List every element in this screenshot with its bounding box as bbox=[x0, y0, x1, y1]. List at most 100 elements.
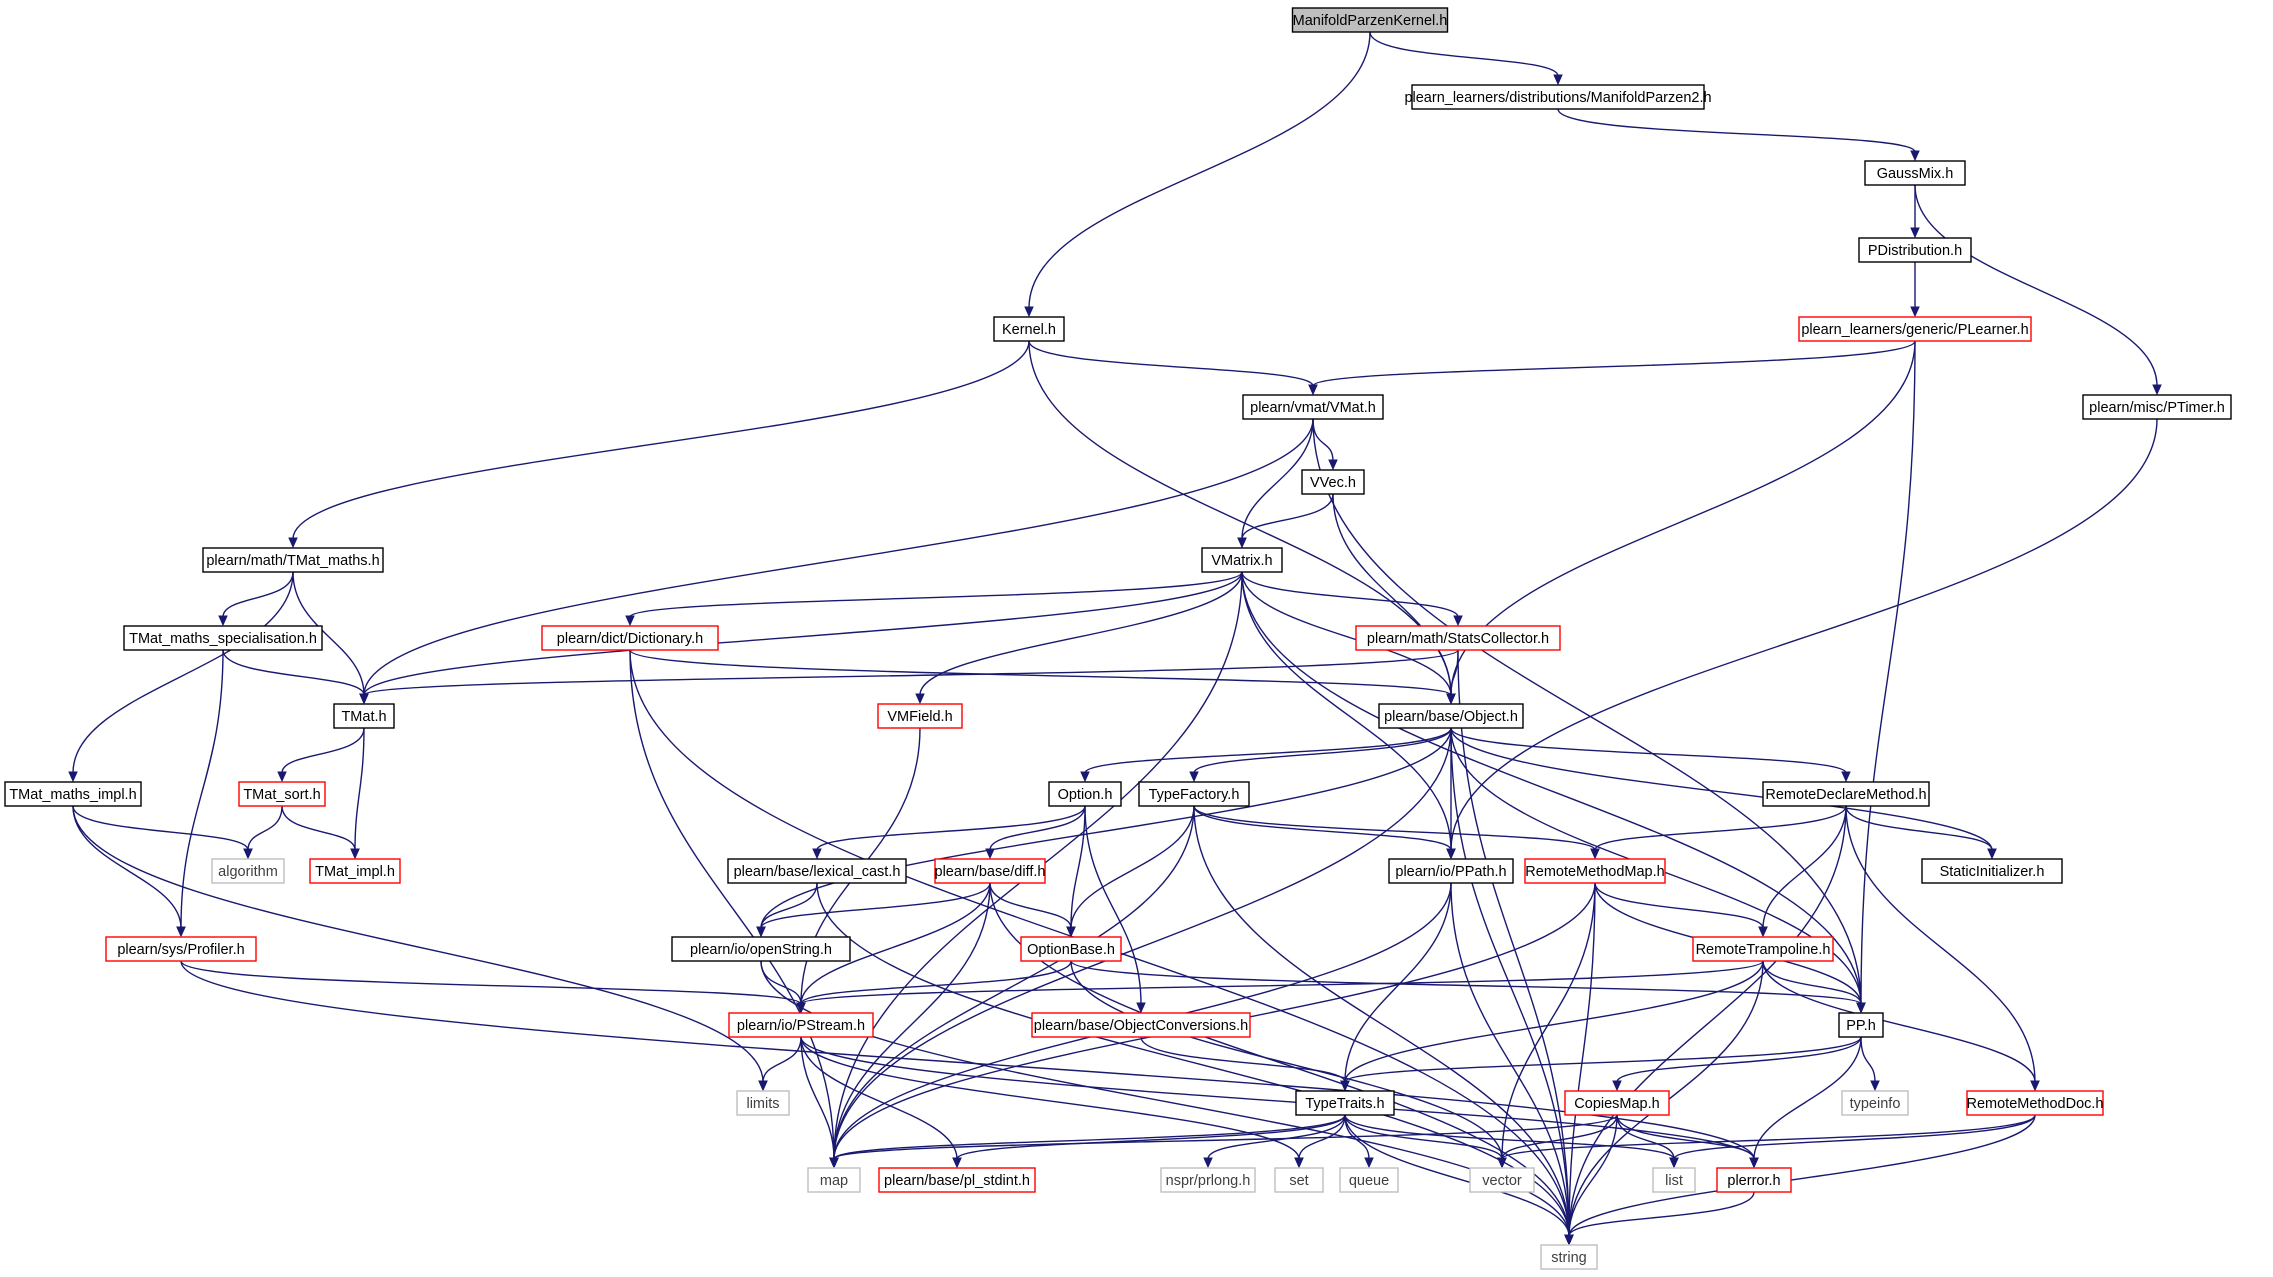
edge-pdistribution-to-plearner bbox=[1910, 262, 1920, 318]
edge-diff-to-openstring bbox=[756, 882, 991, 938]
edge-vmatrix-to-dictionary bbox=[625, 571, 1243, 627]
node-label: CopiesMap.h bbox=[1574, 1096, 1659, 1112]
edge-copiesmap-to-plerror bbox=[1616, 1114, 1759, 1169]
edge-pp-to-typetraits bbox=[1340, 1036, 1862, 1092]
node-manifoldparzen2[interactable]: plearn_learners/distributions/ManifoldPa… bbox=[1404, 84, 1712, 110]
node-plerror[interactable]: plerror.h bbox=[1716, 1167, 1792, 1193]
node-label: GaussMix.h bbox=[1877, 166, 1954, 182]
edge-copiesmap-to-map bbox=[829, 1114, 1618, 1169]
node-label: string bbox=[1551, 1250, 1586, 1266]
node-label: ManifoldParzenKernel.h bbox=[1293, 13, 1448, 29]
edge-object-to-typefactory bbox=[1189, 727, 1452, 783]
edge-plearner-to-pp bbox=[1856, 340, 1916, 1014]
edge-remotetrampoline-to-pstream bbox=[796, 960, 1764, 1014]
node-label: plerror.h bbox=[1727, 1173, 1780, 1189]
node-dictionary[interactable]: plearn/dict/Dictionary.h bbox=[541, 625, 719, 651]
node-plearner[interactable]: plearn_learners/generic/PLearner.h bbox=[1798, 316, 2032, 342]
node-label: Kernel.h bbox=[1002, 322, 1056, 338]
node-label: PP.h bbox=[1846, 1018, 1876, 1034]
node-tmat_maths_spec[interactable]: TMat_maths_specialisation.h bbox=[123, 625, 323, 651]
node-remotemethoddoc[interactable]: RemoteMethodDoc.h bbox=[1966, 1090, 2104, 1116]
node-label: plearn/math/StatsCollector.h bbox=[1367, 631, 1549, 647]
node-diff[interactable]: plearn/base/diff.h bbox=[934, 858, 1046, 884]
edge-typetraits-to-pl_stdint bbox=[952, 1114, 1346, 1169]
node-object[interactable]: plearn/base/Object.h bbox=[1378, 703, 1524, 729]
edge-remotedeclare-to-remotetrampoline bbox=[1758, 805, 1847, 938]
node-vmatrix[interactable]: VMatrix.h bbox=[1201, 547, 1283, 573]
node-label: plearn/io/openString.h bbox=[690, 942, 832, 958]
edge-vmatrix-to-tmat bbox=[359, 571, 1243, 705]
node-pdistribution[interactable]: PDistribution.h bbox=[1858, 237, 1972, 263]
node-label: TypeFactory.h bbox=[1149, 787, 1240, 803]
edge-option-to-lexical_cast bbox=[812, 805, 1086, 860]
node-label: plearn/base/Object.h bbox=[1384, 709, 1518, 725]
edge-gaussmix-to-ptimer bbox=[1914, 184, 2162, 396]
node-map: map bbox=[807, 1167, 861, 1193]
node-label: RemoteTrampoline.h bbox=[1696, 942, 1831, 958]
edge-remotetrampoline-to-pp bbox=[1762, 960, 1866, 1014]
node-remotemethodmap[interactable]: RemoteMethodMap.h bbox=[1524, 858, 1666, 884]
node-vmat[interactable]: plearn/vmat/VMat.h bbox=[1242, 394, 1384, 420]
node-copiesmap[interactable]: CopiesMap.h bbox=[1564, 1090, 1670, 1116]
node-pp[interactable]: PP.h bbox=[1838, 1012, 1884, 1038]
edge-option-to-diff bbox=[985, 805, 1086, 860]
node-label: plearn/math/TMat_maths.h bbox=[206, 553, 379, 569]
edge-manifoldparzen2-to-gaussmix bbox=[1557, 108, 1920, 162]
node-label: plearn/base/diff.h bbox=[935, 864, 1046, 880]
node-option[interactable]: Option.h bbox=[1048, 781, 1122, 807]
edge-pp-to-typeinfo bbox=[1860, 1036, 1880, 1092]
node-vvec[interactable]: VVec.h bbox=[1301, 469, 1365, 495]
node-label: plearn/dict/Dictionary.h bbox=[557, 631, 703, 647]
node-tmat_maths[interactable]: plearn/math/TMat_maths.h bbox=[202, 547, 384, 573]
edge-manifold_kernel-to-kernel bbox=[1024, 31, 1371, 318]
node-statscollector[interactable]: plearn/math/StatsCollector.h bbox=[1355, 625, 1561, 651]
node-pl_stdint[interactable]: plearn/base/pl_stdint.h bbox=[878, 1167, 1036, 1193]
node-pstream[interactable]: plearn/io/PStream.h bbox=[728, 1012, 874, 1038]
node-label: plearn_learners/distributions/ManifoldPa… bbox=[1404, 90, 1711, 106]
node-remotedeclare[interactable]: RemoteDeclareMethod.h bbox=[1762, 781, 1930, 807]
edge-diff-to-optionbase bbox=[989, 882, 1076, 938]
node-vmfield[interactable]: VMField.h bbox=[877, 703, 963, 729]
edge-remotedeclare-to-staticinit bbox=[1845, 805, 1997, 860]
node-gaussmix[interactable]: GaussMix.h bbox=[1864, 160, 1966, 186]
node-lexical_cast[interactable]: plearn/base/lexical_cast.h bbox=[727, 858, 907, 884]
node-ppath[interactable]: plearn/io/PPath.h bbox=[1388, 858, 1514, 884]
node-typeinfo: typeinfo bbox=[1841, 1090, 1909, 1116]
edge-tmat_maths_impl-to-profiler bbox=[72, 805, 186, 938]
edge-remotemethodmap-to-remotetrampoline bbox=[1594, 882, 1768, 938]
node-remotetrampoline[interactable]: RemoteTrampoline.h bbox=[1692, 936, 1834, 962]
edge-option-to-objectconversions bbox=[1084, 805, 1146, 1014]
node-label: TMat.h bbox=[341, 709, 386, 725]
node-tmat_impl[interactable]: TMat_impl.h bbox=[309, 858, 401, 884]
edge-vmat-to-tmat bbox=[359, 418, 1314, 705]
edge-vmat-to-vvec bbox=[1312, 418, 1338, 471]
edge-typefactory-to-ppath bbox=[1193, 805, 1456, 860]
node-openstring[interactable]: plearn/io/openString.h bbox=[671, 936, 851, 962]
edge-remotemethoddoc-to-string bbox=[1564, 1114, 2036, 1246]
node-kernel[interactable]: Kernel.h bbox=[993, 316, 1065, 342]
node-label: plearn/base/ObjectConversions.h bbox=[1034, 1018, 1248, 1034]
node-typefactory[interactable]: TypeFactory.h bbox=[1138, 781, 1250, 807]
edge-remotedeclare-to-remotemethoddoc bbox=[1845, 805, 2040, 1092]
node-tmat[interactable]: TMat.h bbox=[333, 703, 395, 729]
node-typetraits[interactable]: TypeTraits.h bbox=[1295, 1090, 1395, 1116]
node-label: map bbox=[820, 1173, 848, 1189]
edge-tmat_maths_impl-to-algorithm bbox=[72, 805, 253, 860]
node-label: algorithm bbox=[218, 864, 278, 880]
node-staticinit[interactable]: StaticInitializer.h bbox=[1921, 858, 2063, 884]
node-label: VMatrix.h bbox=[1211, 553, 1272, 569]
node-ptimer[interactable]: plearn/misc/PTimer.h bbox=[2082, 394, 2232, 420]
node-label: plearn/io/PPath.h bbox=[1395, 864, 1506, 880]
edge-tmat_maths-to-tmat_maths_spec bbox=[218, 571, 294, 627]
node-label: queue bbox=[1349, 1173, 1389, 1189]
node-tmat_maths_impl[interactable]: TMat_maths_impl.h bbox=[4, 781, 142, 807]
node-objectconversions[interactable]: plearn/base/ObjectConversions.h bbox=[1031, 1012, 1251, 1038]
node-manifold_kernel[interactable]: ManifoldParzenKernel.h bbox=[1291, 7, 1449, 33]
node-tmat_sort[interactable]: TMat_sort.h bbox=[238, 781, 326, 807]
node-profiler[interactable]: plearn/sys/Profiler.h bbox=[105, 936, 257, 962]
edge-pstream-to-limits bbox=[758, 1036, 802, 1092]
node-label: StaticInitializer.h bbox=[1940, 864, 2045, 880]
edge-vmatrix-to-vmfield bbox=[915, 571, 1243, 705]
node-optionbase[interactable]: OptionBase.h bbox=[1020, 936, 1122, 962]
node-queue: queue bbox=[1339, 1167, 1399, 1193]
